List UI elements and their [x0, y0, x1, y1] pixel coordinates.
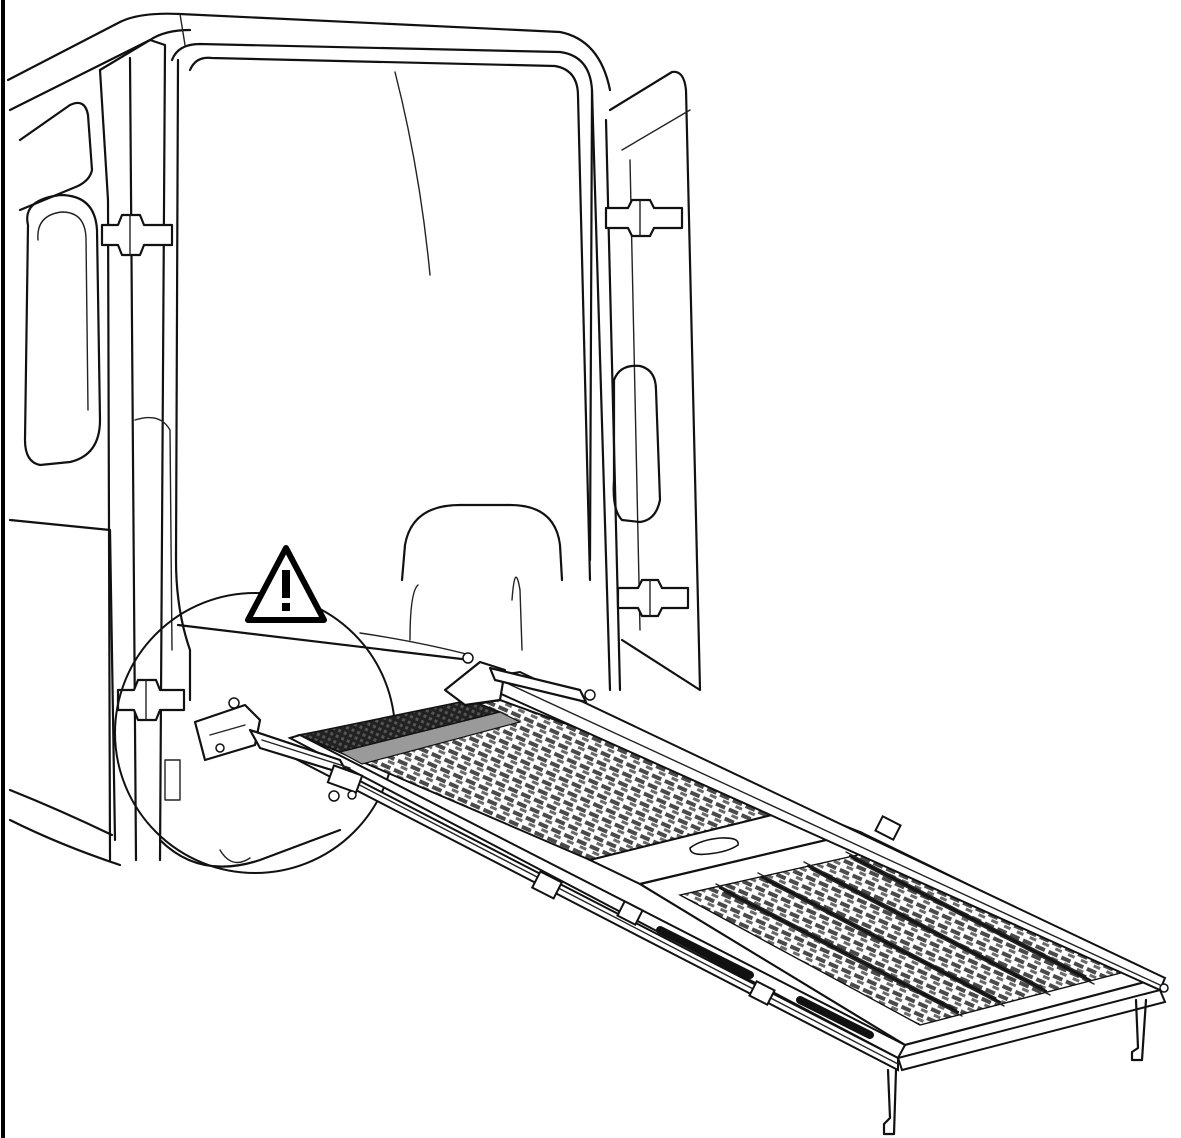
gas-strut-left: [656, 926, 754, 979]
warning-triangle-icon: [245, 545, 327, 623]
ramp-handle-slot: [689, 837, 739, 856]
gas-strut-right: [796, 996, 874, 1039]
ramp-end-bar: [896, 988, 1167, 1072]
left-lower-hinge: [116, 678, 186, 722]
right-upper-hinge: [604, 198, 684, 238]
ramp-front-treads: [678, 849, 1143, 1026]
ramp-hinge-mechanism: [193, 652, 596, 802]
right-lower-hinge: [616, 578, 690, 618]
left-upper-hinge: [100, 213, 174, 257]
ramp-support-legs: [882, 983, 1169, 1136]
van-body: [6, 12, 702, 868]
ramp: [286, 670, 1169, 1136]
